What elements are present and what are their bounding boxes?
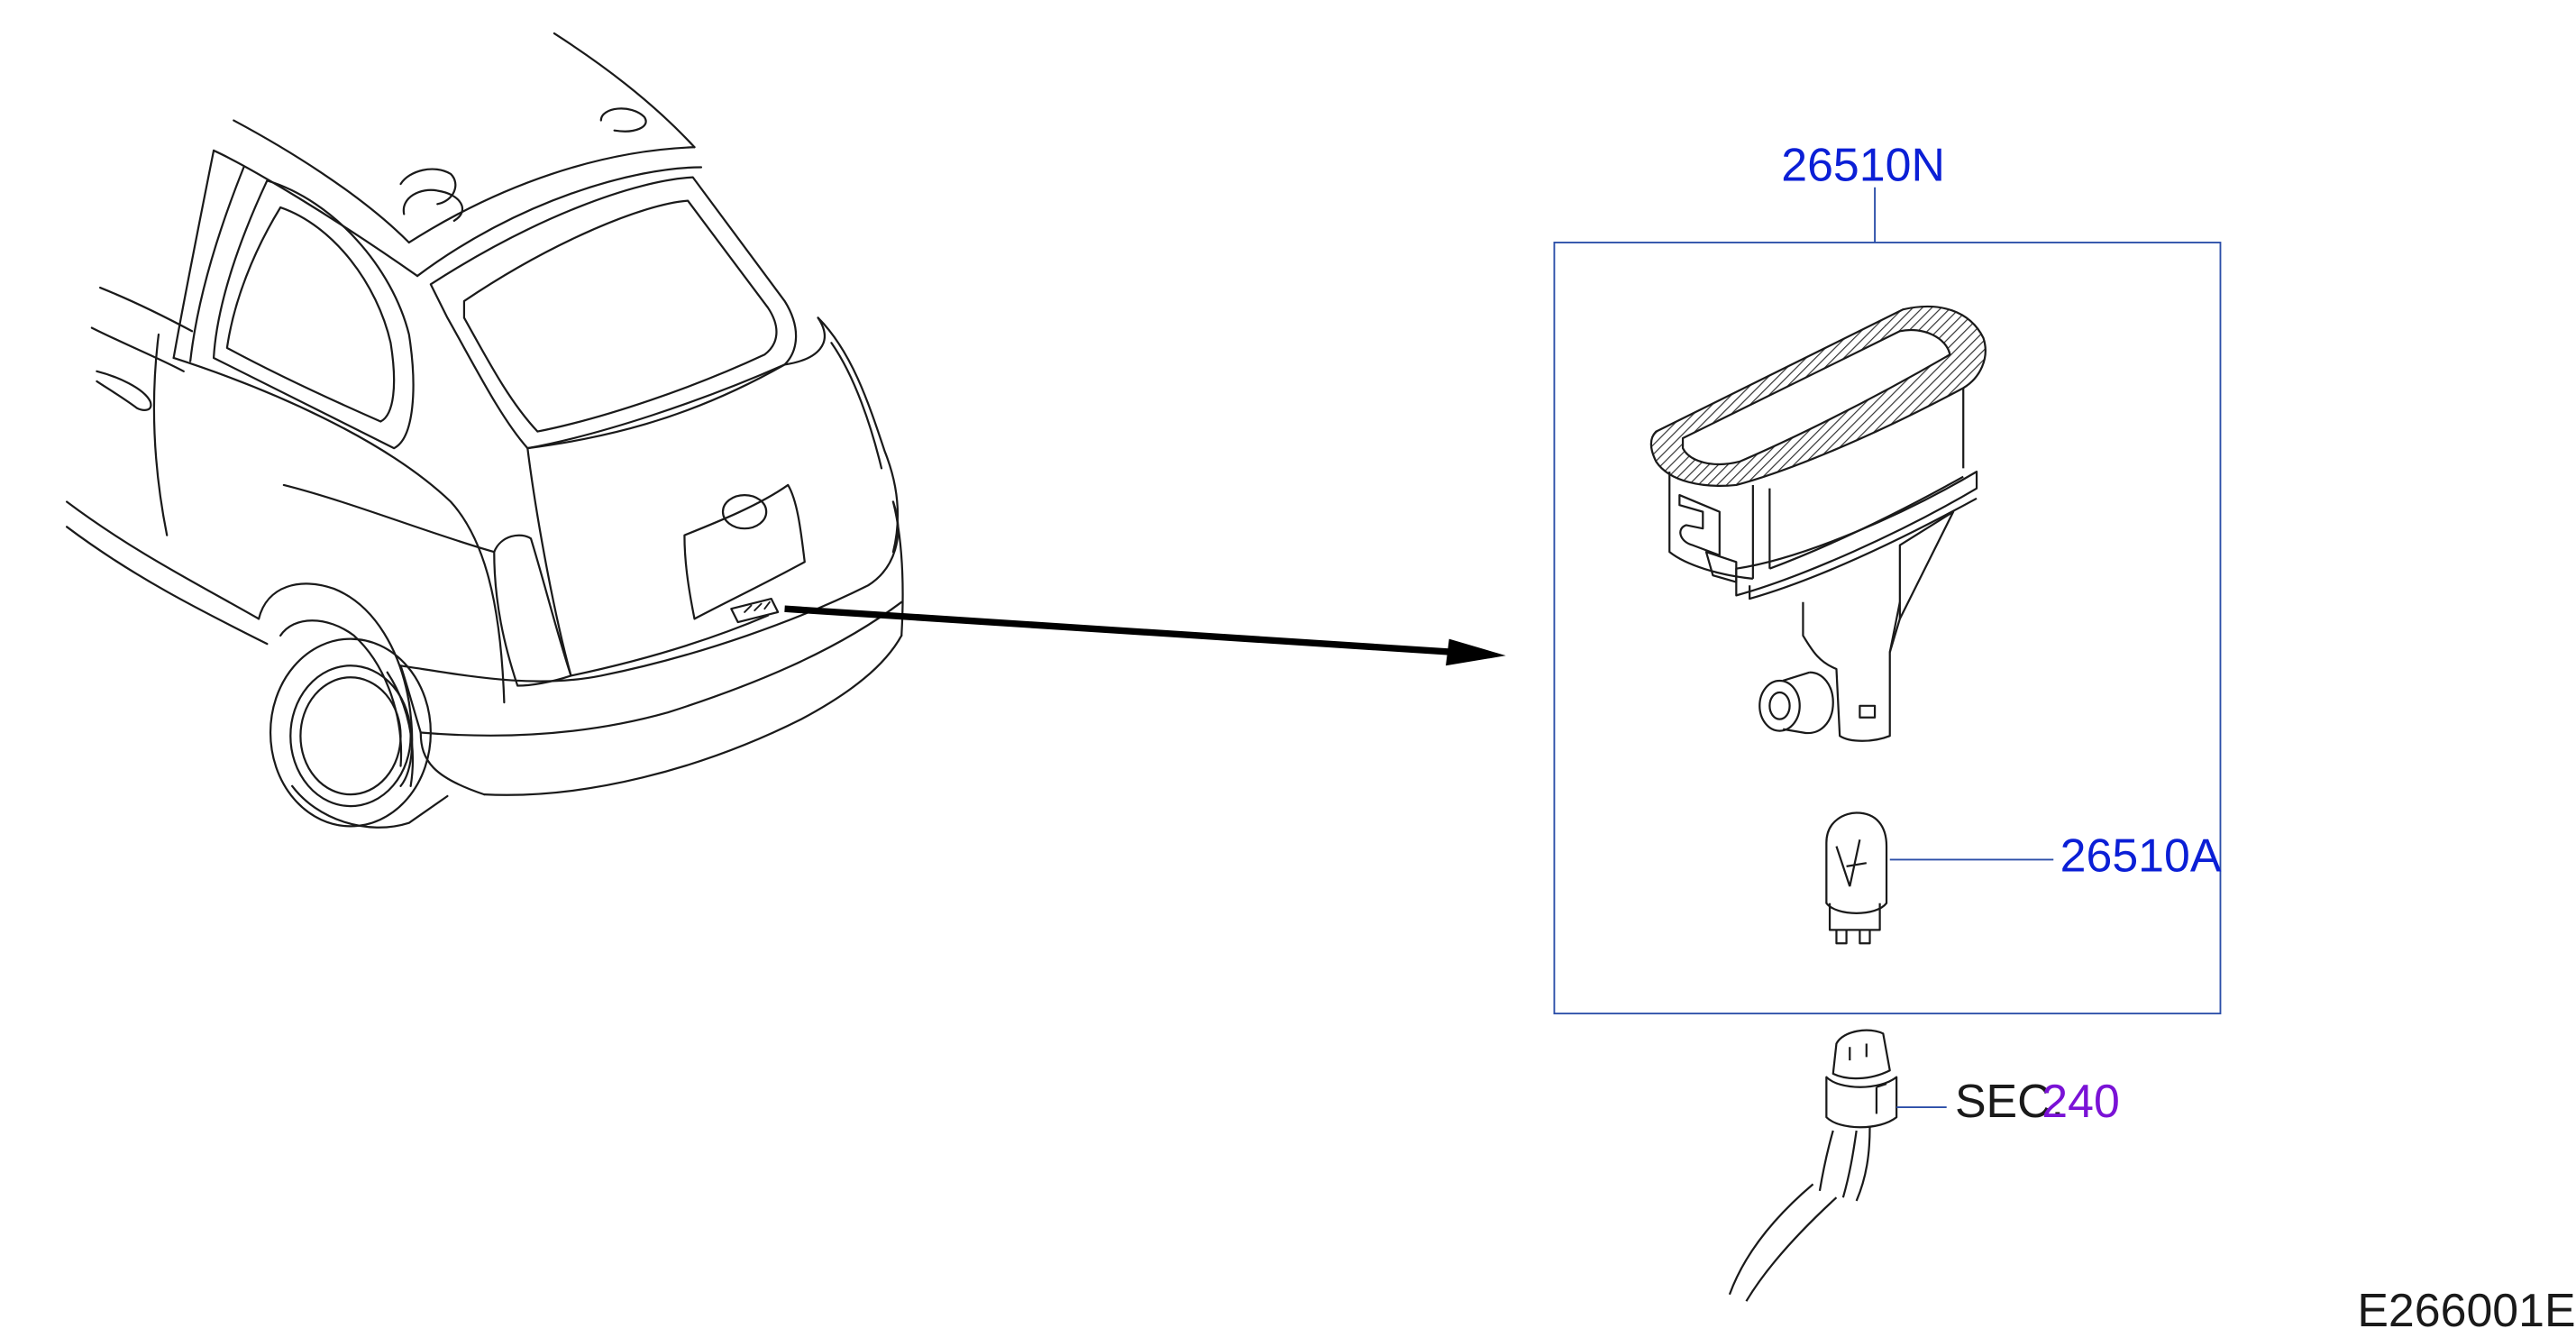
figure-code: E266001E bbox=[2357, 1284, 2575, 1336]
license-lamp-assembly-illustration bbox=[1649, 305, 1987, 742]
section-ref-number[interactable]: 240 bbox=[2042, 1075, 2120, 1127]
assembly-boundary-box bbox=[1553, 242, 2222, 1015]
part-number-bulb[interactable]: 26510A bbox=[2060, 829, 2222, 881]
location-pointer-arrow bbox=[784, 605, 1506, 666]
wedge-bulb-illustration bbox=[1825, 811, 1888, 945]
part-number-lamp-assembly[interactable]: 26510N bbox=[1781, 138, 1945, 190]
section-ref-prefix: SEC. bbox=[1955, 1075, 2064, 1127]
car-rear-view-illustration bbox=[65, 32, 904, 829]
wiring-connector-illustration bbox=[1728, 1029, 1898, 1302]
